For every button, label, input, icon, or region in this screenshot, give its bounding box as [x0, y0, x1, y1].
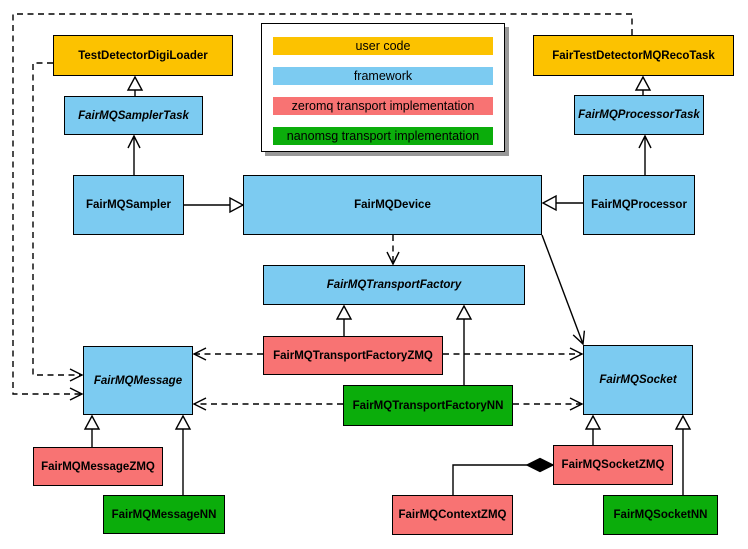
- open-vee-arrowhead-icon: [386, 251, 400, 266]
- edge-device-depends-transportfactory: [386, 235, 400, 266]
- legend-item-framework: framework: [273, 67, 493, 85]
- open-vee-arrowhead-icon: [569, 397, 584, 411]
- hollow-triangle-arrowhead-icon: [584, 414, 602, 430]
- hollow-triangle-arrowhead-icon: [541, 194, 557, 212]
- hollow-triangle-arrowhead-icon: [634, 75, 652, 91]
- edge-sampler-extends-device: [184, 196, 245, 214]
- node-fairmqsocketnn: FairMQSocketNN: [603, 495, 718, 535]
- hollow-triangle-arrowhead-icon: [83, 414, 101, 430]
- edge-socketnn-extends-socket: [674, 414, 692, 495]
- hollow-triangle-arrowhead-icon: [229, 196, 245, 214]
- open-vee-arrowhead-icon: [127, 134, 141, 149]
- open-vee-arrowhead-icon: [192, 347, 207, 361]
- node-fairmqsocket: FairMQSocket: [583, 345, 693, 415]
- hollow-triangle-arrowhead-icon: [674, 414, 692, 430]
- edge-sampler-uses-samplertask: [127, 134, 141, 175]
- node-fairmqmessage: FairMQMessage: [83, 346, 193, 415]
- edge-transportfactorynn-depends-socket: [513, 397, 584, 411]
- edge-messagenn-extends-message: [174, 414, 192, 495]
- node-fairmqtransportfactoryzmq: FairMQTransportFactoryZMQ: [263, 336, 443, 375]
- edge-fairtestdetectormqrecotask-depends-message: [12, 13, 633, 401]
- node-fairmqdevice: FairMQDevice: [243, 175, 542, 235]
- hollow-triangle-arrowhead-icon: [174, 414, 192, 430]
- hollow-triangle-arrowhead-icon: [335, 304, 353, 320]
- open-vee-arrowhead-icon: [638, 134, 652, 149]
- node-fairmqtransportfactory: FairMQTransportFactory: [263, 265, 525, 305]
- node-fairmqmessagezmq: FairMQMessageZMQ: [33, 447, 163, 486]
- edge-transportfactoryzmq-extends-transportfactory: [335, 304, 353, 336]
- node-fairmqsamplertask: FairMQSamplerTask: [64, 96, 203, 135]
- edge-processor-uses-processortask: [638, 134, 652, 175]
- filled-diamond-aggregation-icon: [525, 457, 555, 473]
- node-fairmqtransportfactorynn: FairMQTransportFactoryNN: [343, 385, 513, 426]
- node-fairmqprocessortask: FairMQProcessorTask: [574, 95, 704, 135]
- edge-testdetectordigiloader-depends-message: [32, 62, 84, 382]
- open-vee-arrowhead-icon: [69, 387, 84, 401]
- node-fairtestdetectormqrecotask: FairTestDetectorMQRecoTask: [533, 35, 734, 76]
- node-fairmqsampler: FairMQSampler: [73, 175, 184, 235]
- edge-transportfactorynn-depends-message: [192, 397, 343, 411]
- edge-processor-extends-device: [541, 194, 583, 212]
- edge-messagezmq-extends-message: [83, 414, 101, 447]
- edge-transportfactorynn-extends-transportfactory: [455, 304, 473, 385]
- legend-item-user-code: user code: [273, 37, 493, 55]
- open-vee-arrowhead-icon: [69, 368, 84, 382]
- legend-item-nanomsg: nanomsg transport implementation: [273, 127, 493, 145]
- edge-device-uses-socket: [541, 234, 586, 346]
- node-fairmqprocessor: FairMQProcessor: [583, 175, 695, 235]
- node-fairmqcontextzmq: FairMQContextZMQ: [392, 495, 513, 535]
- hollow-triangle-arrowhead-icon: [455, 304, 473, 320]
- legend-item-zeromq: zeromq transport implementation: [273, 97, 493, 115]
- edge-samplertask-generalizes-testdetectordigiloader: [126, 75, 144, 96]
- node-fairmqmessagenn: FairMQMessageNN: [103, 495, 225, 534]
- open-vee-arrowhead-icon: [572, 330, 586, 346]
- edge-contextzmq-aggregated-socketzmq: [452, 457, 555, 495]
- open-vee-arrowhead-icon: [569, 347, 584, 361]
- legend: user code framework zeromq transport imple…: [261, 23, 505, 152]
- edge-transportfactoryzmq-depends-message: [192, 347, 263, 361]
- node-fairmqsocketzmq: FairMQSocketZMQ: [553, 445, 673, 485]
- open-vee-arrowhead-icon: [192, 397, 207, 411]
- edge-processortask-generalizes-recotask: [634, 75, 652, 95]
- hollow-triangle-arrowhead-icon: [126, 75, 144, 91]
- edge-transportfactoryzmq-depends-socket: [443, 347, 584, 361]
- edge-socketzmq-extends-socket: [584, 414, 602, 445]
- node-testdetectordigiloader: TestDetectorDigiLoader: [53, 35, 233, 76]
